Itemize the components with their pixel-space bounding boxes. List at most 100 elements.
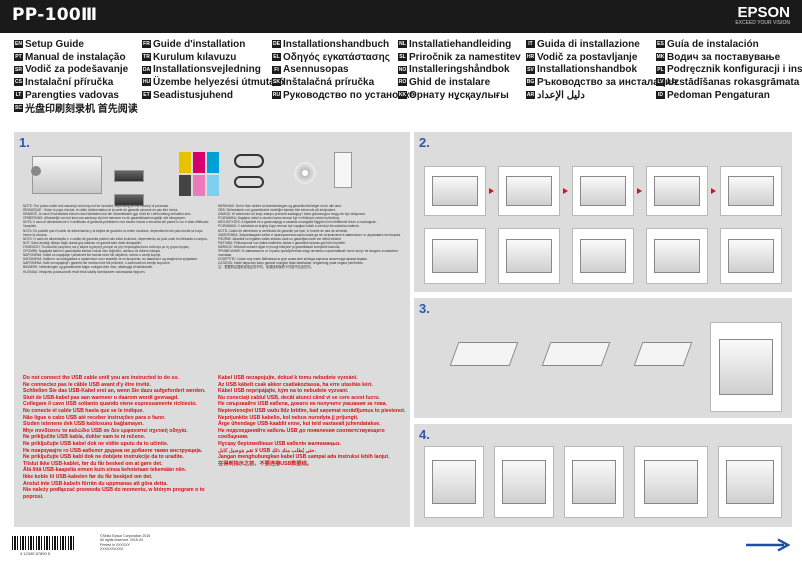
language-title: Vodič za podešavanje (25, 64, 129, 76)
power-cable-icon (234, 154, 264, 168)
printer-illustration (571, 459, 617, 505)
warning-text: Ne connectez pas le câble USB avant d'y … (23, 381, 151, 388)
language-code: RO (398, 78, 407, 87)
ink-box-image (114, 170, 144, 182)
warning-text: Neprijunkite USB kabelio, kol nebus nuro… (218, 414, 359, 421)
language-code: IT (526, 40, 535, 49)
warning-text: Не поврзувајте го USB-кабелот додека не … (23, 447, 203, 454)
note-text: NOTA: Es posible que el cable de aliment… (23, 228, 203, 237)
usb-warning-left: Do not connect the USB cable until you a… (23, 375, 211, 500)
arrow-right-icon (637, 188, 642, 194)
notes-column-left: NOTE: The power cable and warranty card … (23, 204, 209, 274)
warning-text: Kabel USB nezapojujte, dokud k tomu nebu… (218, 375, 358, 381)
ink-box-image (114, 194, 144, 206)
warning-text: Älä liitä USB-kaapelia ennen kuin sinua … (23, 467, 187, 474)
step-2-figure (720, 228, 782, 284)
warning-text: Do not connect the USB cable until you a… (23, 375, 179, 381)
copyright-block: ©Seiko Epson Corporation 2015 All rights… (100, 534, 150, 551)
light-cyan-cartridge-icon (207, 175, 219, 196)
language-title: 光盘印刷刻录机 首先阅读 (25, 104, 138, 116)
note-text: ПРИМЕЧАНИЕ: В зависимости от страны прио… (218, 249, 399, 258)
step-3-number: 3. (419, 301, 430, 316)
language-title: Installatiehandleiding (409, 38, 512, 50)
language-title: Installeringshåndbok (409, 64, 510, 76)
document-code-text: XXXXXXXXXX (100, 546, 124, 551)
step-3-figure (710, 322, 782, 412)
step-4-figure (494, 446, 554, 518)
next-page-arrow-icon (746, 538, 791, 552)
printer-illustration (643, 459, 699, 505)
step-2-figure (498, 228, 560, 284)
language-title: Asennusopas (283, 64, 349, 76)
warning-text: Ne priključujte USB kabl dok ne dobijete… (23, 454, 184, 461)
language-code: ID (656, 91, 665, 100)
step-4-figure (424, 446, 484, 518)
language-code: EN (14, 40, 23, 49)
language-title: Pedoman Pengaturan (667, 89, 770, 101)
warning-text: Schließen Sie das USB-Kabel erst an, wen… (23, 388, 206, 395)
notes-column-right: MERKNAD: Det er ikke sikkert at strømled… (218, 204, 404, 270)
note-text: POZNÁMKA: Napájecí kabel a záruční karta… (218, 216, 340, 221)
language-title: Οδηγός εγκατάστασης (283, 51, 390, 63)
language-code: SR (14, 65, 23, 74)
warning-text: Não ligue o cabo USB até receber instruç… (23, 414, 166, 421)
step-1-number: 1. (19, 135, 30, 150)
warning-text: Не подсоединяйте кабель USB до появления… (218, 427, 385, 441)
language-code: NL (398, 40, 407, 49)
language-code: SL (398, 53, 407, 62)
step-4-figure (718, 446, 782, 518)
language-title: Installationsvejledning (153, 64, 261, 76)
step-2-panel: 2. (414, 132, 792, 292)
usb-warning-right: Kabel USB nezapojujte, dokud k tomu nebu… (218, 375, 406, 467)
step-2-figure (424, 166, 486, 216)
language-title: Instalační příručka (25, 76, 114, 88)
printer-illustration (654, 238, 700, 274)
printer-illustration (726, 459, 774, 505)
warning-text: No conecte el cable USB hasta que se le … (23, 407, 144, 414)
warning-text: Ne priključujte USB kabel dok ne vidite … (23, 440, 169, 447)
note-text: BEMÆRK: Netledningen og garantikortet fø… (23, 265, 154, 270)
warning-text: Jangan menghubungkan kabel USB sampai ad… (218, 454, 390, 461)
step-2-figure (720, 166, 782, 216)
printed-in-text: Printed in XXXXXX (100, 542, 130, 547)
language-title: Ръководство за инсталация (537, 76, 677, 88)
note-text: MERKNAD: Det er ikke sikkert at strømled… (218, 204, 342, 208)
arrow-right-icon (489, 188, 494, 194)
language-code: HU (142, 78, 151, 87)
language-title: Priročnik za namestitev (409, 51, 521, 63)
language-code: NO (398, 65, 407, 74)
printer-illustration (728, 238, 774, 274)
note-text: CATATAN: Kabel daya dan kartu garansi mu… (218, 261, 364, 266)
printer-illustration (431, 459, 477, 505)
step-2-figure (498, 166, 560, 216)
rights-text: All rights reserved. 2015.XX (100, 538, 144, 543)
printer-image (32, 156, 102, 194)
light-magenta-cartridge-icon (193, 175, 205, 196)
language-title: Ghid de instalare (409, 76, 491, 88)
black-cartridge-icon (179, 175, 191, 196)
disc-icon (31, 166, 41, 176)
magenta-cartridge-icon (193, 152, 205, 173)
printer-illustration (580, 238, 626, 274)
note-text: NOTA: Il cavo di alimentazione e il cert… (23, 220, 209, 229)
warning-text: Anslut inte USB-kabeln förrän du uppmana… (23, 480, 168, 487)
